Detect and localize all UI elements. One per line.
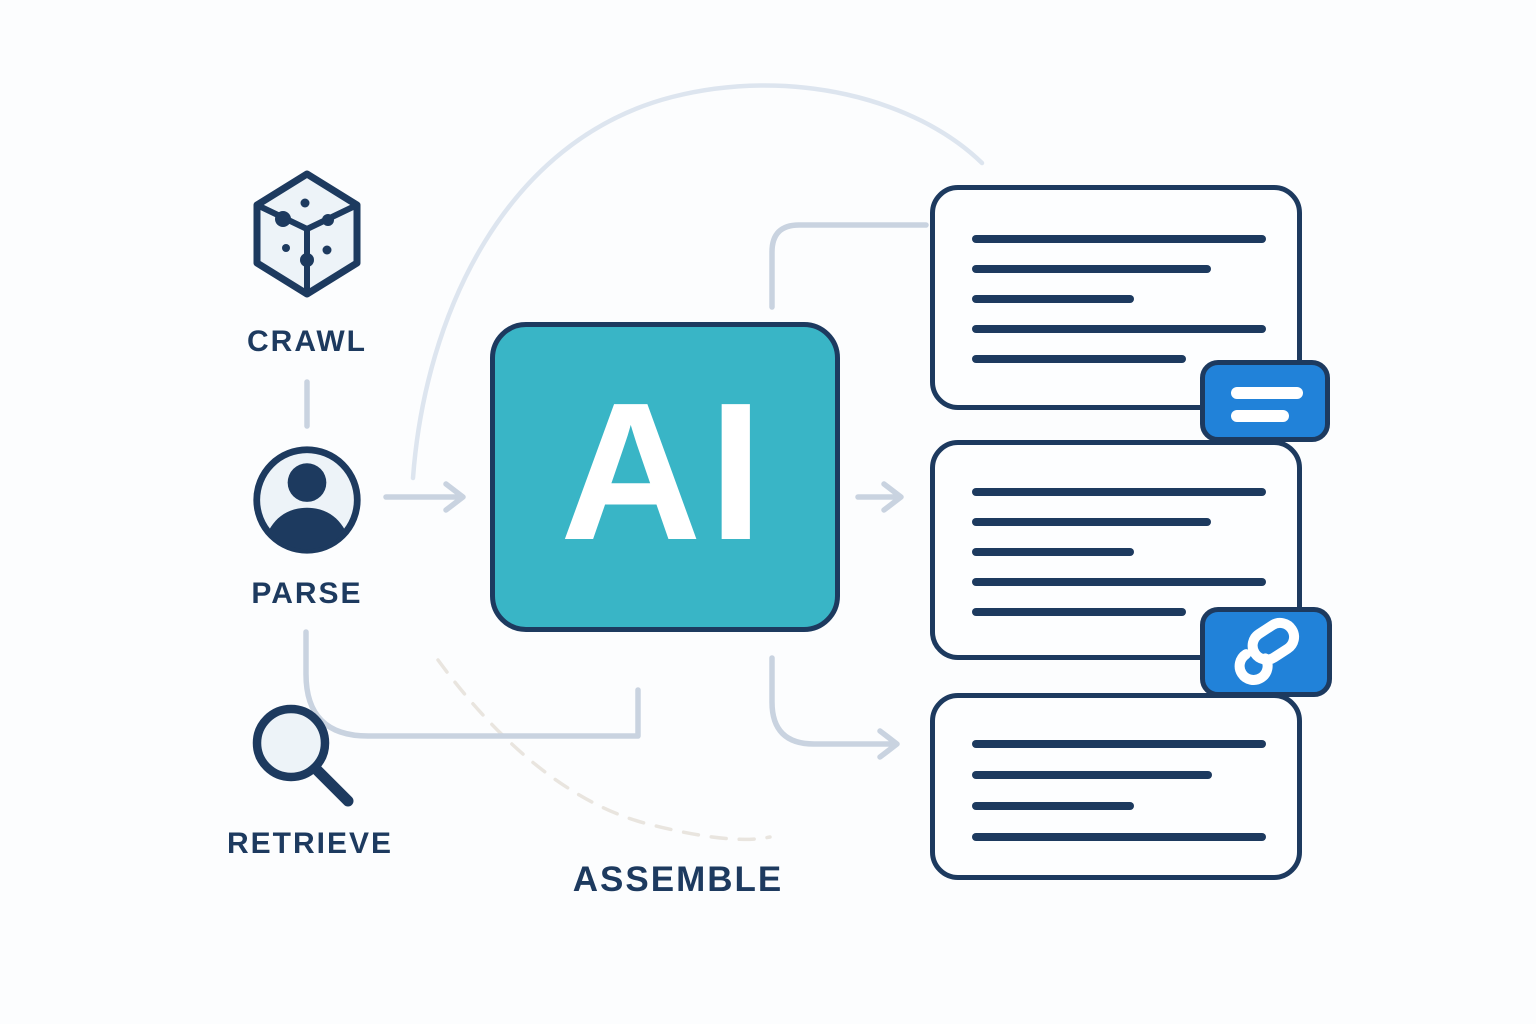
text-lines-badge bbox=[1200, 360, 1330, 442]
parse-to-ai-arrow bbox=[383, 481, 466, 513]
assemble-label: ASSEMBLE bbox=[572, 860, 784, 899]
text-line-bar bbox=[972, 740, 1266, 748]
text-line-bar bbox=[972, 608, 1186, 616]
background-arc bbox=[410, 83, 985, 481]
parse-stage-icon-wrap bbox=[249, 442, 365, 558]
text-line-bar bbox=[972, 325, 1266, 333]
text-line-bar bbox=[972, 802, 1134, 810]
text-line-bar bbox=[972, 295, 1134, 303]
text-line-bar bbox=[972, 265, 1211, 273]
text-line-bar bbox=[972, 355, 1186, 363]
text-line-bar bbox=[972, 488, 1266, 496]
retrieve-label: RETRIEVE bbox=[226, 827, 394, 860]
parse-bottom-elbow bbox=[303, 629, 641, 739]
crawl-label: CRAWL bbox=[247, 325, 367, 358]
text-line-bar bbox=[972, 578, 1266, 586]
crawl-stage-icon-wrap bbox=[251, 167, 363, 299]
ai-label: AI bbox=[560, 362, 770, 581]
output-card-3 bbox=[930, 693, 1302, 880]
link-badge bbox=[1200, 607, 1332, 697]
text-line-bar bbox=[972, 548, 1134, 556]
text-line-bar bbox=[1231, 410, 1289, 422]
dashed-curve bbox=[436, 658, 772, 842]
text-line-bar bbox=[1231, 387, 1303, 399]
ai-processor-box: AI bbox=[490, 322, 840, 632]
retrieve-stage-icon-wrap bbox=[245, 698, 369, 822]
user-icon bbox=[253, 446, 361, 554]
cube-icon bbox=[253, 170, 361, 298]
text-line-bar bbox=[972, 833, 1266, 841]
magnifier-icon bbox=[252, 704, 354, 807]
ai-to-card1-elbow bbox=[769, 222, 929, 310]
text-line-bar bbox=[972, 771, 1212, 779]
ai-to-card2-arrow bbox=[855, 481, 904, 513]
link-icon bbox=[1234, 617, 1300, 685]
text-line-bar bbox=[972, 235, 1266, 243]
parse-label: PARSE bbox=[251, 577, 363, 610]
ai-to-card3-elbow-arrow bbox=[769, 655, 900, 760]
text-line-bar bbox=[972, 518, 1211, 526]
